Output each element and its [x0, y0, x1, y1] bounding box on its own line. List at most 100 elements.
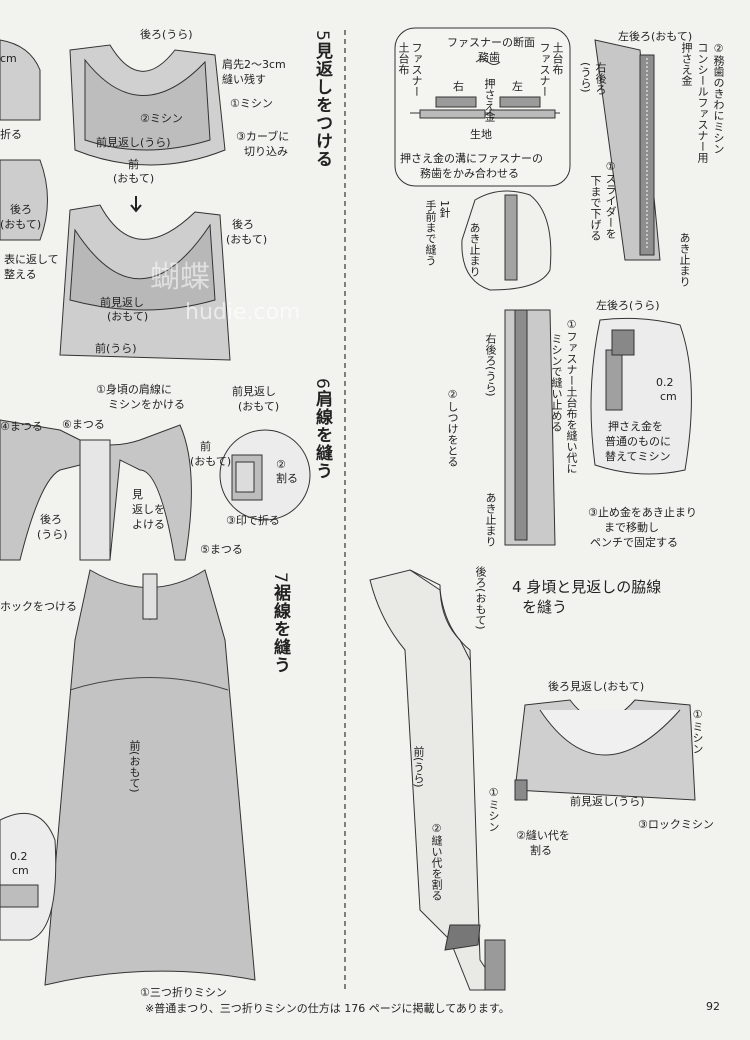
label-split2: 割る: [276, 472, 298, 485]
label-front-ura: 前(うら): [95, 342, 137, 355]
label-shoulder: 肩先2〜3cm: [222, 58, 286, 71]
label-replace3: 替えてミシン: [605, 450, 671, 463]
label-split4: ②縫い代を割る: [430, 822, 443, 901]
label-fabric: 生地: [470, 128, 492, 141]
label-open-end3: あき止まり: [484, 492, 497, 547]
label-split: ②: [276, 458, 286, 471]
label-one-stitch2: 手前まで縫う: [424, 200, 437, 266]
label-split2-4: ②縫い代を: [516, 829, 570, 842]
label-front-facing4: 前見返し(うら): [570, 795, 645, 808]
label-left-tape: ファスナー: [538, 42, 551, 97]
label-fold: 折る: [0, 128, 22, 141]
label-leave: 縫い残す: [222, 73, 266, 86]
label-avoid3: よける: [132, 518, 165, 531]
step6-title-text: 肩線を縫う: [312, 389, 332, 480]
label-teeth: 務歯: [478, 51, 500, 64]
step6-detail-circle: [219, 429, 311, 521]
step6-number: 6: [312, 378, 332, 390]
label-sew-tape2: ミシンで縫い止める: [550, 333, 563, 432]
label-avoid2: 返しを: [132, 503, 165, 516]
watermark-cn: 蝴蝶: [150, 260, 210, 295]
label-caption: 押さえ金の溝にファスナーの: [400, 152, 543, 165]
label-avoid1: 見: [132, 488, 143, 501]
step7-dress: [44, 569, 256, 986]
label-stopper: ③止め金をあき止まり: [588, 506, 697, 519]
label-slider2: 下まで下げる: [589, 175, 602, 241]
label-facing-omote2: (おもて): [238, 400, 280, 413]
label-caption2: 務歯をかみ合わせる: [420, 167, 519, 180]
arrow-down-icon: [130, 196, 142, 213]
label-front6: 前: [200, 440, 211, 453]
label-stopper2: まで移動し: [604, 521, 659, 534]
label-cm7: cm: [12, 864, 29, 877]
label-split3-4: 割る: [530, 844, 552, 857]
label-sew1-4: ①ミシン: [487, 786, 500, 832]
label-presser: 押さえ金: [483, 78, 496, 122]
label-replace2: 普通のものに: [605, 435, 671, 448]
label-concealed: コンシールファスナー用: [696, 42, 709, 163]
label-fold-mark: ③印で折る: [226, 514, 280, 527]
zipper-step1-detail: [461, 190, 552, 291]
label-slider: ①スライダーを: [604, 160, 617, 239]
label-back-ura: 後ろ(うら): [140, 28, 193, 41]
zipper-step2: [504, 309, 556, 546]
label-right: 右: [453, 80, 464, 93]
step4-facing: [514, 699, 696, 801]
label-sew-shoulder: ①身頃の肩線に: [96, 383, 172, 396]
step4-title: 4 身頃と見返しの脇線: [512, 578, 662, 596]
label-front-ura4: 前(うら): [412, 746, 425, 788]
zipper-step2-detail: [590, 317, 692, 475]
label-sew1b-4: ①ミシン: [691, 708, 704, 754]
label-back6: 後ろ: [40, 513, 62, 526]
step5-blob-left: [0, 159, 48, 241]
step6-title: 6肩線を縫う: [310, 378, 335, 480]
label-hem: ①三つ折りミシン: [140, 986, 227, 999]
step7-title: 7裾線を縫う: [268, 572, 293, 674]
watermark-en: hudie.com: [185, 300, 301, 325]
step4-title2: を縫う: [522, 598, 568, 616]
label-turn: 表に返して: [4, 253, 59, 266]
label-concealed2: 押さえ金: [680, 42, 693, 86]
label-sew-tape: ①ファスナー土台布を縫い代に: [565, 318, 578, 474]
label-stopper3: ペンチで固定する: [590, 536, 678, 549]
label-left-back-omote: 左後ろ(おもて): [618, 30, 693, 43]
label-hook: ホックをつける: [0, 600, 77, 613]
label-back-facing4: 後ろ見返し(おもて): [548, 680, 645, 693]
label-front6b: (おもて): [190, 455, 232, 468]
label-cm: cm: [0, 52, 17, 65]
label-front-facing-ura: 前見返し(うら): [96, 136, 171, 149]
label-sew-shoulder2: ミシンをかける: [108, 398, 185, 411]
label-matsuru4: ④まつる: [0, 420, 43, 433]
step5-title: 5見返しをつける: [310, 30, 335, 168]
step5-title-text: 見返しをつける: [312, 41, 332, 168]
label-matsuru5: ⑤まつる: [200, 543, 243, 556]
label-cross-section: ファスナーの断面: [447, 36, 535, 49]
label-front: 前: [128, 158, 139, 171]
label-left-back-ura: 左後ろ(うら): [596, 299, 660, 312]
label-cm-val7: 0.2: [10, 850, 28, 863]
label-right-back: 右後ろ: [594, 62, 607, 95]
label-matsuru6: ⑥まつる: [62, 418, 105, 431]
label-right-back2: (うら): [579, 62, 592, 93]
label-omote: (おもて): [113, 172, 155, 185]
step5-garment-bottom: [59, 204, 231, 361]
label-right-back-ura: 右後ろ(うら): [484, 333, 497, 397]
label-arrange: 整える: [4, 268, 37, 281]
label-notch: ③カーブに: [236, 130, 290, 143]
label-front-omote7: 前(おもて): [128, 740, 141, 793]
label-back-omote: 後ろ: [10, 203, 32, 216]
label-lock4: ③ロックミシン: [638, 818, 714, 831]
label-facing-front2: (おもて): [107, 310, 149, 323]
label-back6b: (うら): [37, 528, 68, 541]
label-cm-z: cm: [660, 390, 677, 403]
footnote: ※普通まつり、三つ折りミシンの仕方は 176 ページに掲載してあります。: [145, 1002, 510, 1015]
step5-number: 5: [312, 30, 332, 42]
label-back-r: 後ろ: [232, 218, 254, 231]
zipper-step1: [594, 39, 661, 261]
label-tape2: 土台布: [397, 42, 410, 75]
label-notch2: 切り込み: [244, 145, 288, 158]
label-sew1: ①ミシン: [230, 97, 273, 110]
step5-garment-top: [0, 39, 226, 166]
label-tape: ファスナー: [410, 42, 423, 97]
